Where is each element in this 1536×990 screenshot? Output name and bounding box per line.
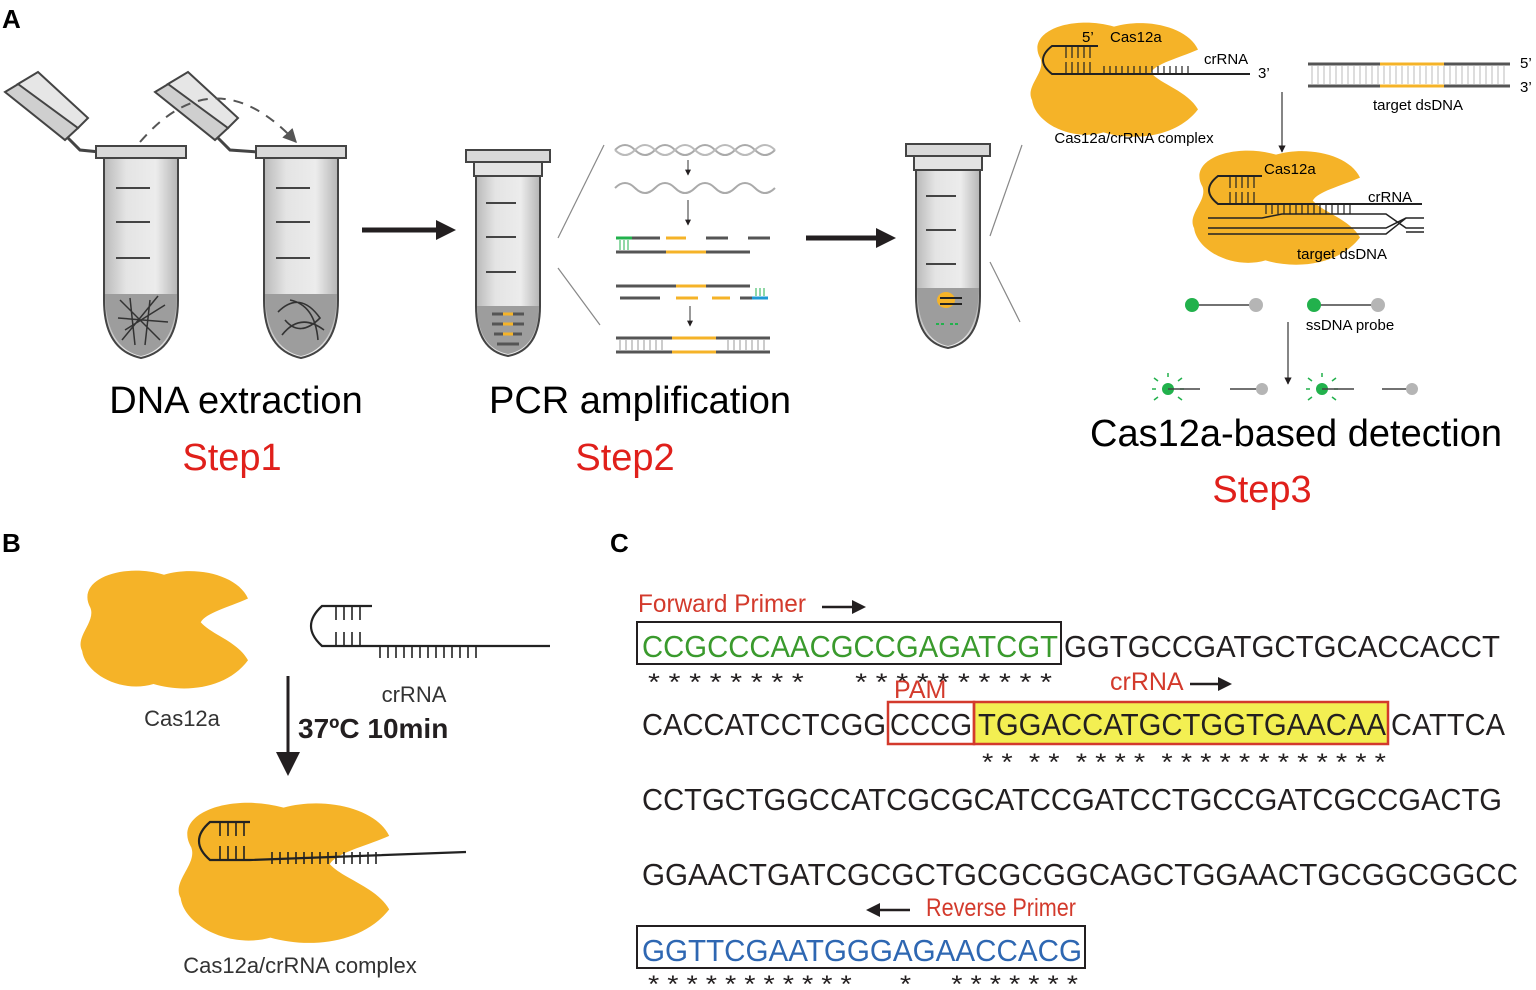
target-dsdna-label: target dsDNA [1297,246,1387,263]
target-dsdna-label: target dsDNA [1373,97,1463,114]
pipette-icon [153,70,259,154]
homology-stars-5: * * * * * * * * * * * * * * * * * * * [648,971,1078,990]
ssdna-probe-label: ssDNA probe [1306,317,1394,334]
step1-label: Step1 [182,437,281,479]
panel-b: Cas12a crRNA 37ºC 10min Cas12a/crRNA com… [80,570,550,978]
forward-primer-sequence: CCGCCCAACGCCGAGATCGT [642,629,1058,664]
step3-tube [905,143,991,350]
panel-label-c: C [610,528,629,558]
step2-label: Step2 [575,437,674,479]
five-prime-label: 5’ [1082,29,1094,46]
three-prime-label: 3’ [1258,65,1270,82]
step1-illustration [3,70,347,360]
sequence-line-3: CCTGCTGGCCATCGCGCATCCGATCCTGCCGATCGCCGAC… [642,782,1502,817]
homology-stars-2: * * * * * * * * * * * * * * * * * * * * [982,749,1386,776]
pam-box [886,700,976,746]
step2-title: PCR amplification [489,380,791,422]
sequence-line-1: GGTGCCGATGCTGCACCACCT [1064,629,1500,664]
cas12a-bound-complex: Cas12a crRNA target dsDNA [1192,150,1424,265]
forward-primer-label: Forward Primer [638,590,806,618]
pam-label: PAM [894,676,946,704]
reverse-primer-label: Reverse Primer [926,894,1076,922]
complex-label: Cas12a/crRNA complex [1054,130,1214,147]
sequence-line-4: GGAACTGATCGCGCTGCGCGGCAGCTGGAACTGCGGCGGC… [642,857,1518,892]
forward-primer-box [636,621,1062,665]
sequence-line-2-pre: CACCATCCTCGG [642,707,886,742]
cas12a-label: Cas12a [1110,29,1162,46]
step2-tube [465,149,551,358]
crrna-icon [309,604,550,658]
pipette-icon [3,70,101,154]
transfer-arrow [139,97,297,144]
process-arrow [806,228,896,248]
step3-label: Step3 [1212,469,1311,511]
homology-stars-1: * * * * * * * * * * * * * * * * * * [648,669,1052,696]
panel-label-a: A [2,4,21,34]
crrna-label: crRNA [1368,189,1412,206]
three-prime-label: 3’ [1520,79,1532,96]
pam-sequence: CCCG [890,707,972,742]
step3-title: Cas12a-based detection [1090,413,1502,455]
reverse-primer-sequence: GGTTCGAATGGGAGAACCACG [642,933,1082,968]
cas12a-label: Cas12a [144,706,221,731]
crrna-label: crRNA [1204,51,1248,68]
cleaved-probes [1152,373,1418,401]
panel-c: Forward Primer CCGCCCAACGCCGAGATCGT GGTG… [636,590,1518,990]
complex-label: Cas12a/crRNA complex [183,953,417,978]
crrna-label: crRNA [382,682,447,707]
step1-title: DNA extraction [109,380,362,422]
target-dsdna: 5’ 3’ target dsDNA [1308,55,1532,114]
reverse-primer-box [636,925,1086,969]
tube-icon [255,145,347,360]
pcr-schematic [614,144,776,354]
panel-label-b: B [2,528,21,558]
incubation-condition: 37ºC 10min [298,713,448,744]
cas12a-label: Cas12a [1264,161,1316,178]
crrna-sequence: TGGACCATGCTGGTGAACAA [978,707,1386,742]
crrna-label: crRNA [1110,668,1184,696]
five-prime-label: 5’ [1520,55,1532,72]
process-arrow [362,220,456,240]
sequence-line-2-post: CATTCA [1391,707,1505,742]
ssdna-probes: ssDNA probe [1185,298,1394,334]
cas12a-crrna-complex-top: 5’ Cas12a crRNA 3’ Cas12a/crRNA complex [1030,22,1270,147]
tube-icon [95,145,187,360]
